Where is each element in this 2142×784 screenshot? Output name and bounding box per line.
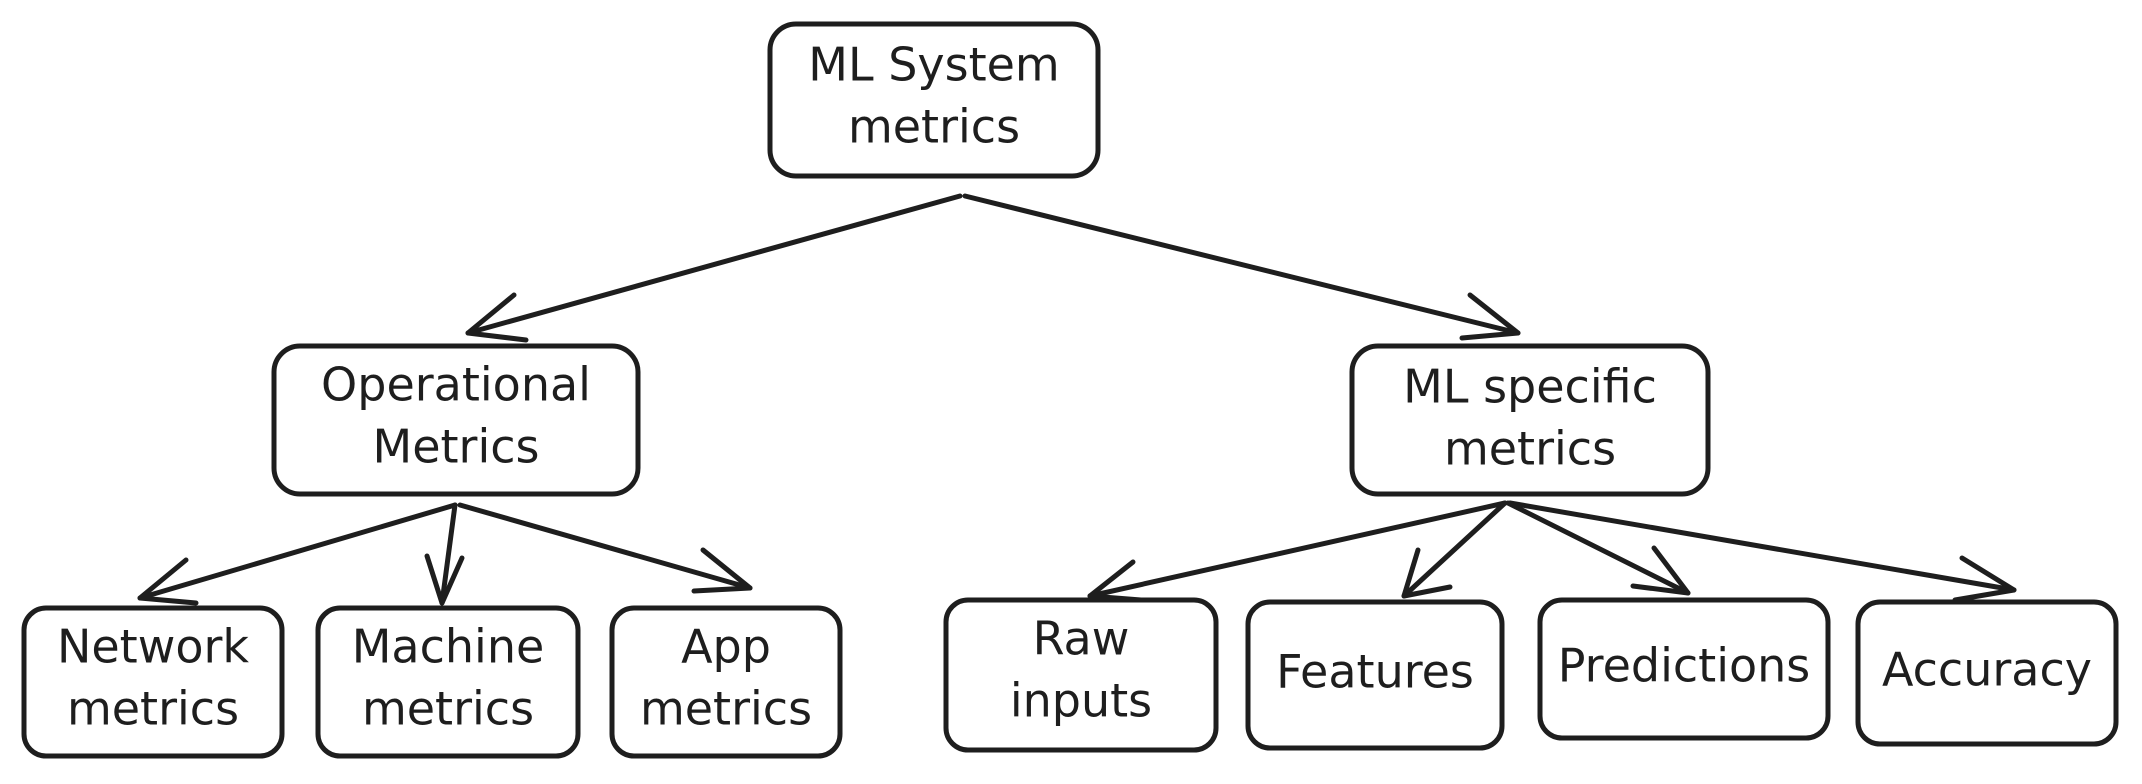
node-operational-metrics: Operational Metrics bbox=[271, 343, 641, 497]
node-label-line1: Operational bbox=[321, 358, 591, 412]
node-accuracy: Accuracy bbox=[1855, 599, 2119, 747]
node-ml-specific-metrics: ML specific metrics bbox=[1349, 343, 1711, 497]
node-network-metrics: Network metrics bbox=[21, 605, 285, 759]
node-label-line2: metrics bbox=[1444, 422, 1616, 476]
node-label-line2: metrics bbox=[848, 100, 1020, 154]
edge-operational-to-machine bbox=[424, 502, 465, 606]
edge-ml-specific-to-features bbox=[1401, 500, 1508, 599]
node-predictions: Predictions bbox=[1537, 597, 1831, 741]
edge-operational-to-network bbox=[137, 502, 458, 606]
edge-root-to-operational bbox=[465, 193, 963, 343]
node-label-line1: ML System bbox=[808, 38, 1059, 92]
node-label-line2: inputs bbox=[1010, 674, 1152, 728]
node-raw-inputs: Raw inputs bbox=[943, 597, 1219, 753]
node-label-line1: App bbox=[681, 620, 771, 674]
node-ml-system-metrics: ML System metrics bbox=[767, 21, 1101, 179]
node-label-line2: Metrics bbox=[373, 420, 540, 474]
node-label: Accuracy bbox=[1882, 643, 2092, 697]
node-app-metrics: App metrics bbox=[609, 605, 843, 759]
node-label-line2: metrics bbox=[362, 682, 534, 736]
node-label-line1: Network bbox=[57, 620, 249, 674]
node-label-line1: Machine bbox=[352, 620, 545, 674]
edge-ml-specific-to-raw-inputs bbox=[1087, 500, 1508, 603]
node-features: Features bbox=[1245, 599, 1505, 751]
node-label: Features bbox=[1276, 645, 1474, 699]
node-label-line2: metrics bbox=[67, 682, 239, 736]
node-label: Predictions bbox=[1558, 639, 1810, 693]
node-label-line2: metrics bbox=[640, 682, 812, 736]
node-machine-metrics: Machine metrics bbox=[315, 605, 581, 759]
edge-ml-specific-to-predictions bbox=[1505, 500, 1691, 596]
node-label-line1: ML specific bbox=[1403, 360, 1657, 414]
edge-root-to-ml-specific bbox=[962, 193, 1521, 341]
node-label-line1: Raw bbox=[1033, 612, 1130, 666]
edge-ml-specific-to-accuracy bbox=[1507, 500, 2017, 603]
edge-operational-to-app bbox=[457, 502, 753, 594]
